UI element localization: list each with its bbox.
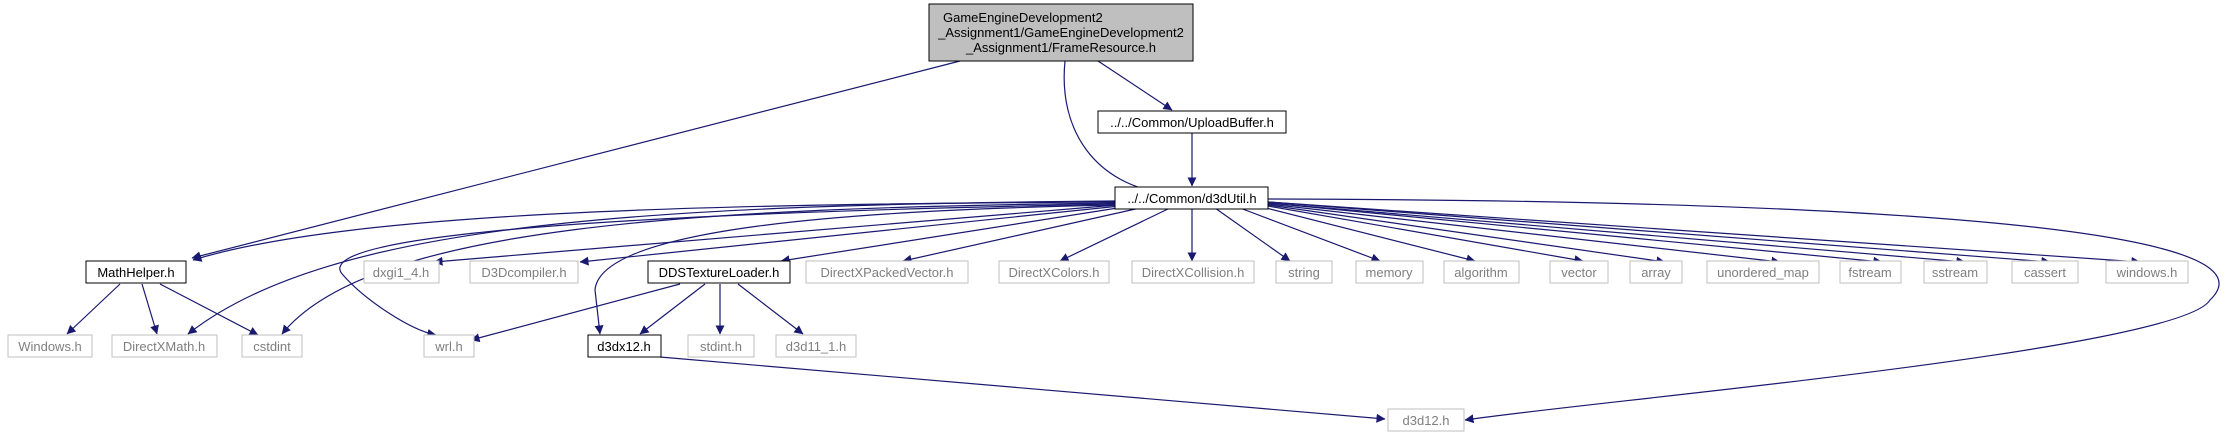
edge-ddstextureloader-d3dx12 [639, 283, 706, 335]
node-sstream[interactable] [1923, 260, 1988, 284]
edge-d3dutil-directxpackedvector [902, 207, 1141, 264]
node-d3d12[interactable] [1387, 408, 1465, 432]
edge-mathhelper-cstdint [159, 283, 259, 336]
edge-d3dutil-mathhelper [192, 201, 1116, 262]
edge-d3dutil-unorderedmap [1267, 203, 1781, 266]
node-root-frameresource[interactable]: GameEngineDevelopment2 _Assignment1/Game… [928, 3, 1194, 62]
svg-text:../../Common/UploadBuffer.h: ../../Common/UploadBuffer.h [1110, 115, 1274, 130]
label-dxgi: dxgi1_4.h [373, 265, 429, 280]
edge-d3dutil-directxcolors [1059, 207, 1171, 262]
node-cassert[interactable] [2011, 260, 2079, 284]
node-directxpackedvector[interactable] [805, 260, 969, 284]
edge-d3dutil-vector [1267, 205, 1584, 264]
edge-d3dutil-cstdint [281, 202, 1116, 335]
edge-d3dutil-fstream [1267, 202, 1883, 266]
svg-text:d3dx12.h: d3dx12.h [597, 339, 651, 354]
node-dxgi[interactable] [363, 260, 440, 284]
label-array: array [1641, 265, 1671, 280]
edge-d3dutil-d3d12 [1267, 198, 2220, 424]
node-ddstextureloader[interactable]: DDSTextureLoader.h [647, 260, 791, 284]
label-cassert: cassert [2024, 265, 2066, 280]
edge-d3dutil-wrl [339, 203, 1116, 338]
edge-ddstextureloader-wrl [470, 283, 681, 343]
edge-d3dutil-sstream [1267, 202, 1966, 266]
label-cstdint: cstdint [253, 339, 291, 354]
node-algorithm[interactable] [1443, 260, 1520, 284]
edge-mathhelper-windows [66, 283, 121, 335]
node-d3dutil[interactable]: ../../Common/d3dUtil.h [1114, 186, 1269, 210]
label-d3dcompiler: D3Dcompiler.h [481, 265, 566, 280]
label-directxcolors: DirectXColors.h [1008, 265, 1099, 280]
label-unorderedmap: unordered_map [1717, 265, 1809, 280]
edge-d3dutil-dxgi [433, 204, 1118, 266]
node-root-box [928, 3, 1194, 62]
node-cstdint[interactable] [241, 334, 303, 358]
node-stdint[interactable] [687, 334, 755, 358]
node-fstream[interactable] [1839, 260, 1902, 284]
edge-d3dutil-array [1267, 204, 1666, 266]
node-directxcolors[interactable] [998, 260, 1110, 284]
edge-d3dutil-algorithm [1261, 206, 1476, 264]
edge-d3dutil-ddstextureloader [780, 206, 1125, 265]
node-wrl[interactable] [423, 334, 475, 358]
label-memory: memory [1366, 265, 1413, 280]
svg-text:MathHelper.h: MathHelper.h [97, 265, 174, 280]
label-d3d11: d3d11_1.h [786, 339, 847, 354]
label-d3d12: d3d12.h [1403, 413, 1450, 428]
edge-d3dutil-d3dx12 [594, 204, 1119, 335]
edge-mathhelper-directxmath [141, 283, 159, 335]
node-d3d11[interactable] [775, 334, 857, 358]
node-windows-upper[interactable] [7, 334, 93, 358]
edge-d3dx12-d3d12 [659, 356, 1386, 423]
node-d3dx12[interactable]: d3dx12.h [587, 334, 662, 358]
label-windows-upper: Windows.h [18, 339, 82, 354]
node-mathhelper[interactable]: MathHelper.h [85, 260, 187, 284]
label-vector: vector [1561, 265, 1597, 280]
edge-d3dutil-string [1214, 207, 1291, 262]
label-directxcollision: DirectXCollision.h [1142, 265, 1245, 280]
label-stdint: stdint.h [700, 339, 742, 354]
node-d3dcompiler[interactable] [469, 260, 579, 284]
node-memory[interactable] [1355, 260, 1424, 284]
node-directxmath[interactable] [111, 334, 218, 358]
label-windows-lower: windows.h [2116, 265, 2178, 280]
label-directxmath: DirectXMath.h [123, 339, 205, 354]
edge-root-mathhelper [191, 60, 961, 261]
edge-d3dutil-directxmath [187, 200, 1116, 335]
edge-d3dutil-d3dcompiler [579, 205, 1121, 266]
node-root-line3: _Assignment1/FrameResource.h [965, 40, 1156, 55]
node-root-line1: GameEngineDevelopment2 [943, 10, 1103, 25]
label-string: string [1288, 265, 1320, 280]
node-windows-lower[interactable] [2105, 260, 2189, 284]
edge-d3dutil-memory [1239, 207, 1381, 263]
edge-d3dutil-cassert [1267, 201, 2051, 266]
node-array[interactable] [1629, 260, 1683, 284]
label-wrl: wrl.h [434, 339, 462, 354]
svg-text:../../Common/d3dUtil.h: ../../Common/d3dUtil.h [1127, 191, 1256, 206]
node-uploadbuffer[interactable]: ../../Common/UploadBuffer.h [1097, 110, 1287, 134]
node-root-line2: _Assignment1/GameEngineDevelopment2 [937, 25, 1184, 40]
node-unorderedmap[interactable] [1706, 260, 1820, 284]
label-algorithm: algorithm [1454, 265, 1507, 280]
label-sstream: sstream [1932, 265, 1978, 280]
label-fstream: fstream [1848, 265, 1891, 280]
node-vector[interactable] [1549, 260, 1609, 284]
edge-ddstextureloader-d3d11 [737, 283, 804, 335]
edge-d3dutil-windows [1267, 201, 2141, 266]
edge-root-uploadbuffer [1097, 60, 1173, 111]
label-directxpackedvector: DirectXPackedVector.h [821, 265, 954, 280]
node-string[interactable] [1275, 260, 1333, 284]
node-directxcollision[interactable] [1131, 260, 1255, 284]
svg-text:DDSTextureLoader.h: DDSTextureLoader.h [659, 265, 780, 280]
